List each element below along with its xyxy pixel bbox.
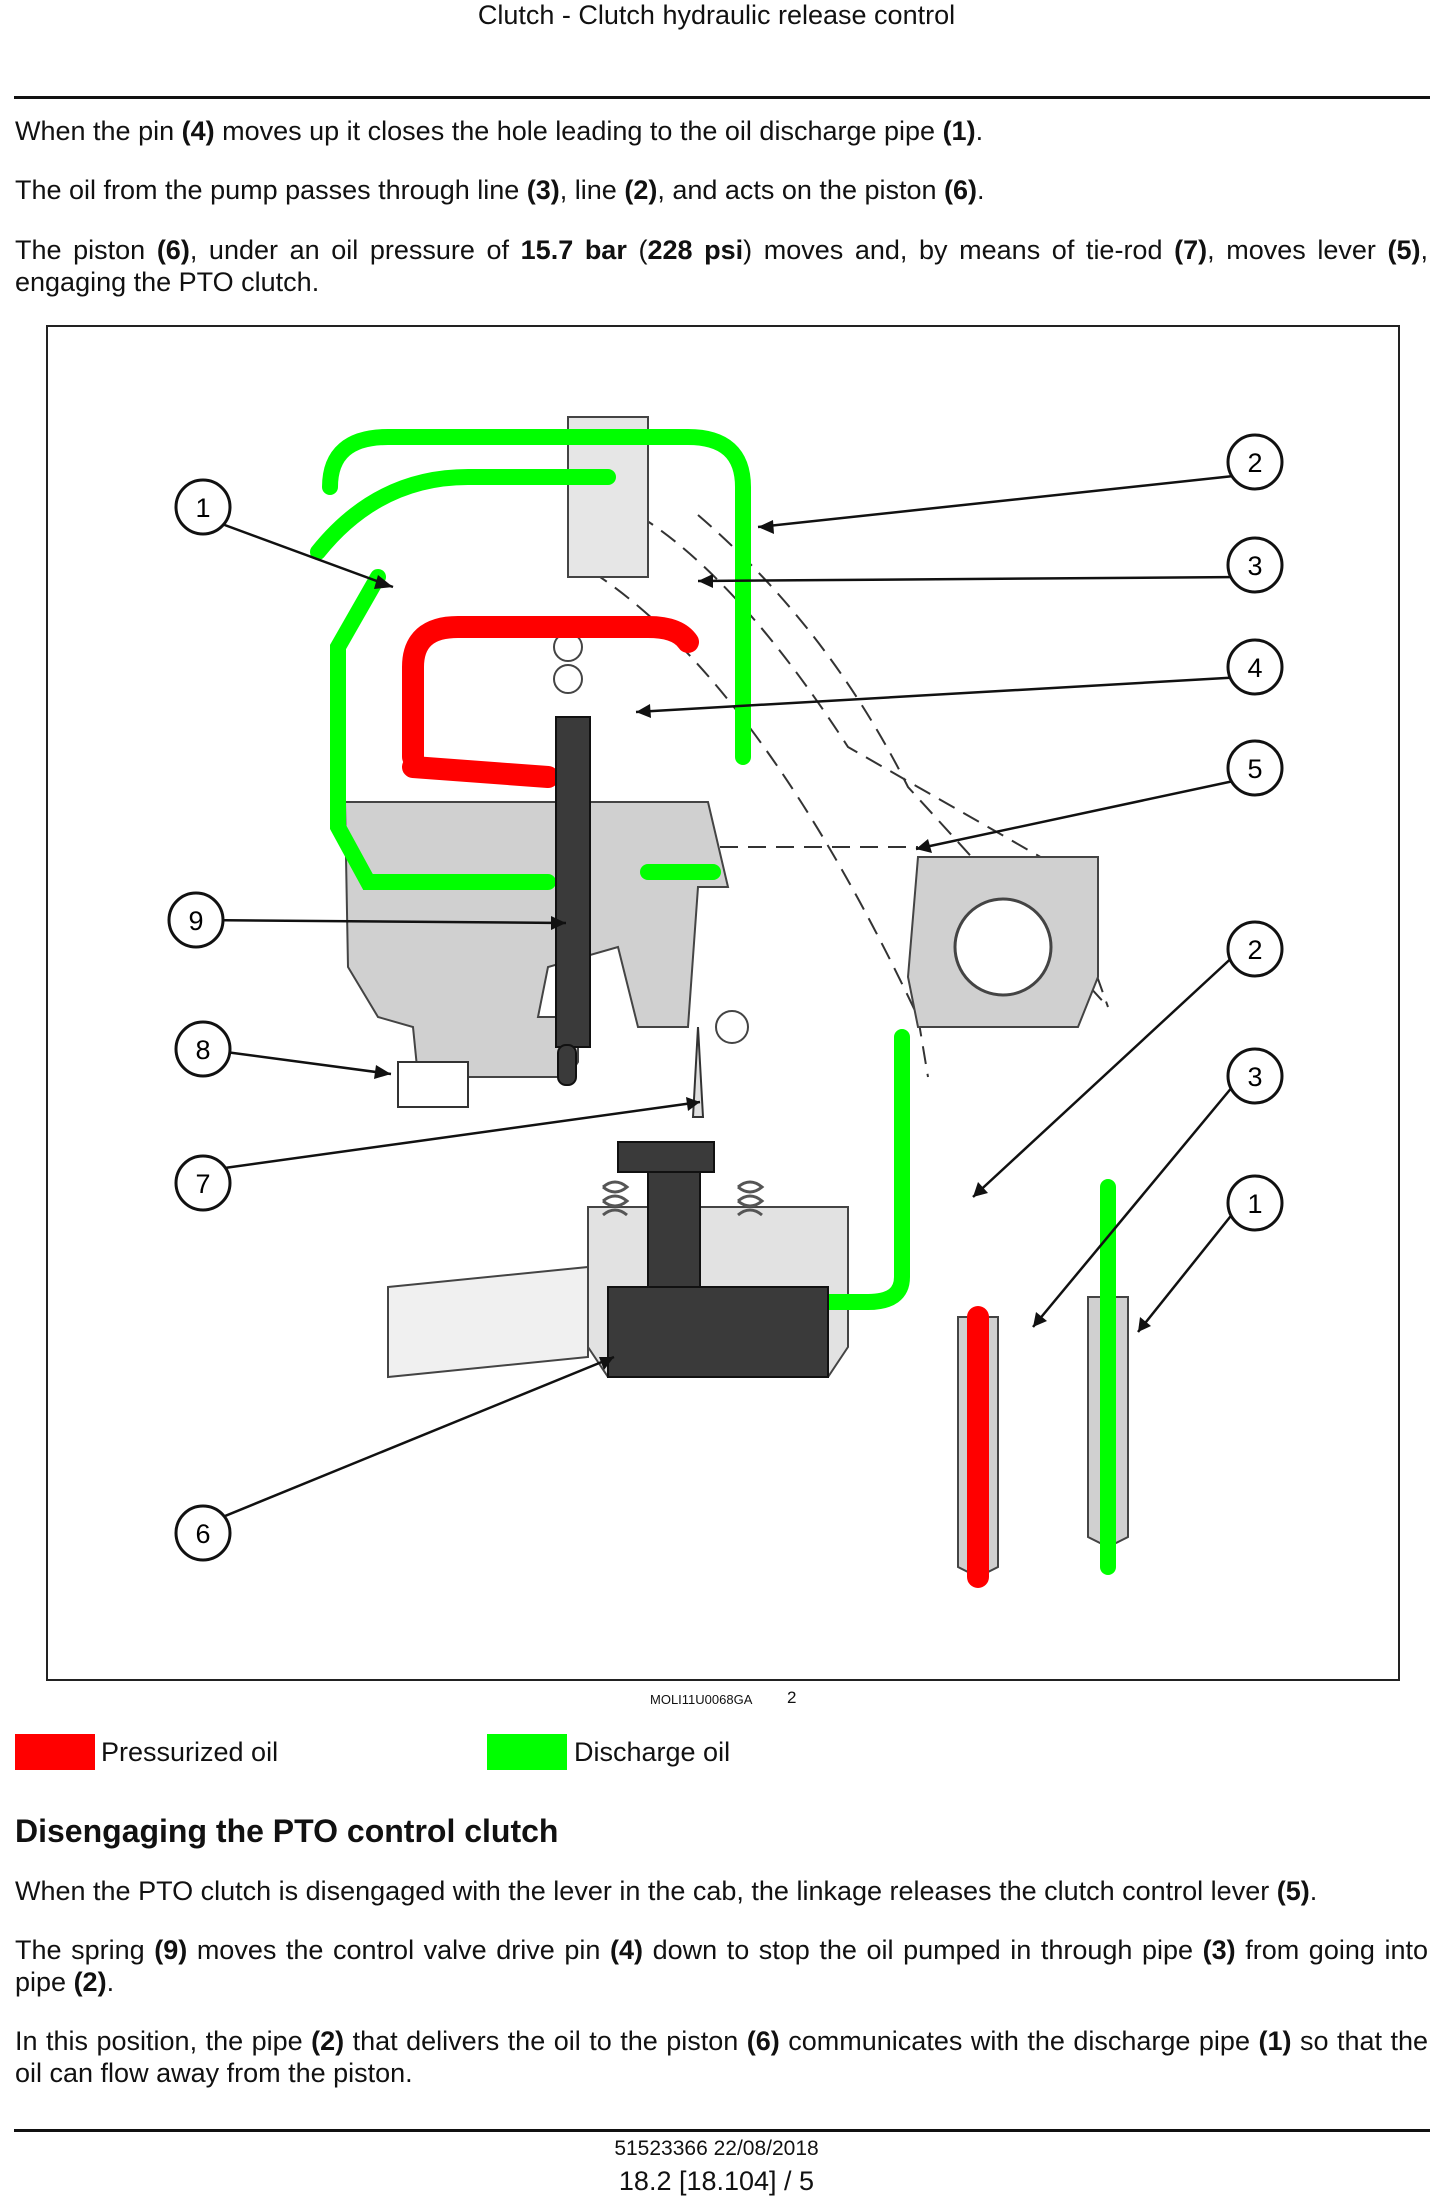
callout-8: 8 [174, 1020, 232, 1078]
text-run: that delivers the oil to the piston [344, 2026, 747, 2056]
footer-document-reference: 51523366 22/08/2018 [614, 2137, 819, 2160]
figure-number: 2 [787, 1688, 797, 1707]
text-run: from going into pipe [15, 1935, 1428, 1997]
text-run: The oil from the pump passes through lin… [15, 175, 527, 205]
svg-text:3: 3 [1247, 551, 1262, 581]
callout-circles: 1 2 3 4 5 9 8 7 6 2 3 1 [167, 433, 1284, 1562]
svg-text:9: 9 [188, 906, 203, 936]
figure-code: MOLI11U0068GA [650, 1692, 753, 1707]
section-paragraph-3: In this position, the pipe (2) that deli… [15, 2025, 1428, 2089]
svg-text:6: 6 [195, 1519, 210, 1549]
text-run: moves up it closes the hole leading to t… [214, 116, 943, 146]
callout-4: 4 [1226, 638, 1284, 696]
header-rule [14, 96, 1430, 99]
svg-text:2: 2 [1247, 448, 1262, 478]
text-run: so that the oil can flow away from the p… [15, 2026, 1429, 2088]
discharge-pipes [310, 429, 1116, 1575]
svg-text:2: 2 [1247, 935, 1262, 965]
bold-reference: (4) [609, 1935, 643, 1965]
text-run: . [977, 175, 985, 205]
bold-reference: (6) [156, 235, 190, 265]
pin-hole [553, 664, 583, 694]
svg-text:1: 1 [1247, 1189, 1262, 1219]
bold-reference: (3) [1202, 1935, 1236, 1965]
section-paragraph-2: The spring (9) moves the control valve d… [15, 1934, 1428, 1998]
text-run: ( [626, 235, 648, 265]
text-run: ) moves and, by means of tie-rod [743, 235, 1175, 265]
legend-pressurized-swatch [15, 1734, 95, 1770]
bold-reference: (2) [73, 1967, 107, 1997]
svg-text:3: 3 [1247, 1062, 1262, 1092]
text-run: The piston [15, 235, 157, 265]
tie-rod-pin [715, 1010, 749, 1044]
text-run: When the pin [15, 116, 182, 146]
bold-reference: (6) [944, 175, 978, 205]
svg-text:4: 4 [1247, 653, 1262, 683]
bold-reference: (5) [1276, 1876, 1310, 1906]
callout-5: 5 [1226, 739, 1284, 797]
svg-text:5: 5 [1247, 754, 1262, 784]
callout-1-lower: 1 [1226, 1174, 1284, 1232]
bold-reference: (5) [1387, 235, 1421, 265]
callout-7: 7 [174, 1154, 232, 1212]
callout-2-lower: 2 [1226, 920, 1284, 978]
section-heading: Disengaging the PTO control clutch [15, 1813, 559, 1849]
pressure-pipes [402, 616, 989, 1588]
bold-reference: 228 psi [647, 235, 744, 265]
piston [607, 1141, 829, 1378]
intro-paragraph-2: The oil from the pump passes through lin… [15, 174, 1428, 206]
svg-text:1: 1 [195, 493, 210, 523]
callout-6: 6 [174, 1504, 232, 1562]
bold-reference: 15.7 bar [520, 235, 627, 265]
bold-reference: (4) [181, 116, 215, 146]
svg-text:7: 7 [195, 1169, 210, 1199]
bracket [397, 1061, 469, 1108]
legend-discharge-label: Discharge oil [574, 1737, 731, 1767]
bold-reference: (7) [1174, 235, 1208, 265]
text-run: , moves lever [1207, 235, 1388, 265]
hydraulic-diagram: 1 2 3 4 5 9 8 7 6 2 3 1 [167, 416, 1284, 1588]
text-run: The spring [15, 1935, 155, 1965]
bold-reference: (1) [942, 116, 976, 146]
bold-reference: (9) [154, 1935, 188, 1965]
text-run: , under an oil pressure of [189, 235, 521, 265]
bold-reference: (1) [1258, 2026, 1292, 2056]
text-run: . [106, 1967, 115, 1997]
svg-text:8: 8 [195, 1035, 210, 1065]
section-paragraph-1: When the PTO clutch is disengaged with t… [15, 1875, 1428, 1907]
page-header-title: Clutch - Clutch hydraulic release contro… [477, 0, 956, 30]
text-run: , and acts on the piston [657, 175, 945, 205]
bold-reference: (6) [746, 2026, 780, 2056]
callout-3-lower: 3 [1226, 1047, 1284, 1105]
text-run: In this position, the pipe [15, 2026, 312, 2056]
callout-2-upper: 2 [1226, 433, 1284, 491]
callout-9: 9 [167, 891, 225, 949]
footer-page-reference: 18.2 [18.104] / 5 [618, 2166, 815, 2196]
lever-pivot [953, 897, 1053, 997]
tie-rod [691, 1026, 705, 1118]
text-run: . [1309, 1876, 1318, 1906]
intro-paragraph-3: The piston (6), under an oil pressure of… [15, 234, 1428, 298]
callout-3-upper: 3 [1226, 536, 1284, 594]
bold-reference: (2) [311, 2026, 345, 2056]
legend-discharge-swatch [487, 1734, 567, 1770]
callout-arrowheads [374, 520, 1151, 1370]
callout-1-upper: 1 [174, 478, 232, 536]
hydraulic-diagram-figure: 1 2 3 4 5 9 8 7 6 2 3 1 [46, 325, 1400, 1681]
legend-pressurized-label: Pressurized oil [101, 1737, 279, 1767]
control-pin [555, 716, 591, 1086]
text-run: communicates with the discharge pipe [779, 2026, 1259, 2056]
return-springs [602, 1180, 765, 1217]
text-run: , line [559, 175, 625, 205]
text-run: moves the control valve drive pin [187, 1935, 610, 1965]
text-run: down to stop the oil pumped in through p… [642, 1935, 1203, 1965]
bold-reference: (2) [624, 175, 658, 205]
footer-rule [14, 2129, 1430, 2132]
text-run: . [975, 116, 984, 146]
text-run: , engaging the PTO clutch. [15, 235, 1428, 297]
bold-reference: (3) [526, 175, 560, 205]
intro-paragraph-1: When the pin (4) moves up it closes the … [15, 115, 1428, 147]
text-run: When the PTO clutch is disengaged with t… [15, 1876, 1277, 1906]
callout-leaders [195, 473, 1244, 1527]
